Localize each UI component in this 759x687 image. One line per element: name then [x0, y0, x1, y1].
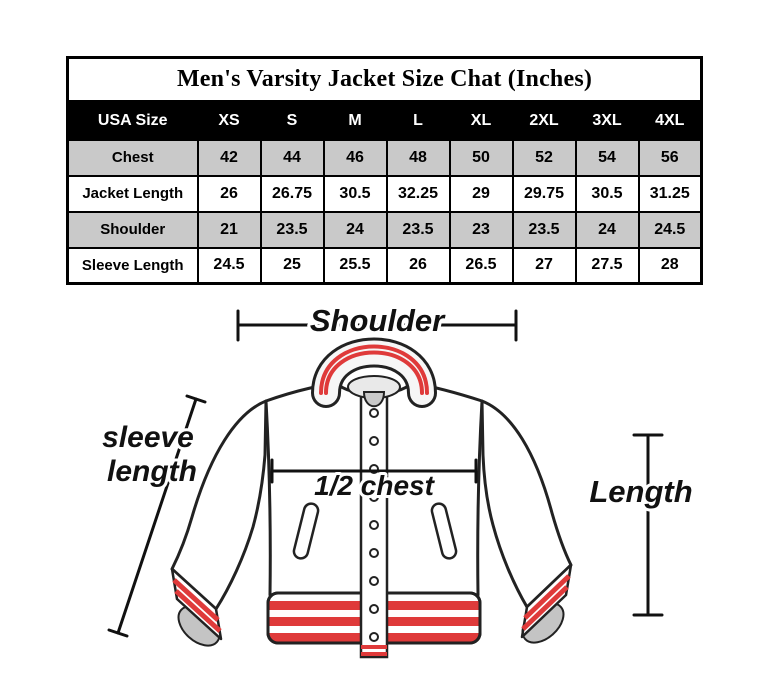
- right-pocket: [430, 502, 458, 560]
- table-title: Men's Varsity Jacket Size Chat (Inches): [66, 56, 703, 103]
- jacket-illustration: [170, 337, 573, 659]
- size-table: Men's Varsity Jacket Size Chat (Inches) …: [66, 56, 704, 285]
- size-cell: 42: [196, 138, 262, 177]
- measurement-labels: Shoulder sleeve length 1/2 chest Length: [99, 300, 696, 512]
- size-cell: 26: [385, 246, 451, 285]
- shoulder-measure-line: [236, 309, 518, 342]
- size-cell: 50: [448, 138, 514, 177]
- size-cell: 26.5: [448, 246, 514, 285]
- column-header: USA Size: [66, 100, 199, 141]
- column-header: XS: [196, 100, 262, 141]
- size-cell: 26: [196, 174, 262, 213]
- neck-hanger: [362, 391, 386, 408]
- size-cell: 24.5: [637, 210, 703, 249]
- row-label: Jacket Length: [66, 174, 199, 213]
- size-cell: 25.5: [322, 246, 388, 285]
- shoulder-label: Shoulder: [310, 303, 446, 338]
- size-cell: 23.5: [385, 210, 451, 249]
- half-chest-measure-line: [270, 458, 478, 484]
- size-cell: 30.5: [322, 174, 388, 213]
- size-cell: 46: [322, 138, 388, 177]
- size-cell: 29: [448, 174, 514, 213]
- right-cuff: [520, 563, 573, 639]
- size-cell: 30.5: [574, 174, 640, 213]
- jacket-size-diagram: Shoulder sleeve length 1/2 chest Length: [99, 300, 696, 659]
- table-title-row: Men's Varsity Jacket Size Chat (Inches): [66, 56, 703, 103]
- size-cell: 54: [574, 138, 640, 177]
- size-cell: 25: [259, 246, 325, 285]
- size-cell: 21: [196, 210, 262, 249]
- size-cell: 48: [385, 138, 451, 177]
- length-measure-line: [632, 433, 664, 617]
- sleeve-length-label-line1: sleeve: [102, 421, 194, 454]
- column-header: M: [322, 100, 388, 141]
- length-label: Length: [589, 474, 692, 509]
- size-cell: 27: [511, 246, 577, 285]
- column-header: 3XL: [574, 100, 640, 141]
- half-chest-label: 1/2 chest: [314, 470, 436, 501]
- size-cell: 44: [259, 138, 325, 177]
- size-cell: 52: [511, 138, 577, 177]
- size-cell: 26.75: [259, 174, 325, 213]
- sleeve-length-label-line2: length: [107, 455, 197, 488]
- row-label: Sleeve Length: [66, 246, 199, 285]
- column-header: XL: [448, 100, 514, 141]
- collar: [311, 337, 437, 408]
- size-cell: 24: [574, 210, 640, 249]
- size-cell: 27.5: [574, 246, 640, 285]
- size-cell: 56: [637, 138, 703, 177]
- left-cuff: [170, 567, 223, 641]
- size-cell: 23.5: [511, 210, 577, 249]
- size-cell: 23: [448, 210, 514, 249]
- size-cell: 24: [322, 210, 388, 249]
- column-header: 2XL: [511, 100, 577, 141]
- size-cell: 23.5: [259, 210, 325, 249]
- column-header: S: [259, 100, 325, 141]
- size-cell: 31.25: [637, 174, 703, 213]
- left-pocket: [292, 502, 320, 560]
- size-cell: 28: [637, 246, 703, 285]
- size-cell: 32.25: [385, 174, 451, 213]
- row-label: Shoulder: [66, 210, 199, 249]
- snap-buttons: [369, 408, 379, 642]
- row-label: Chest: [66, 138, 199, 177]
- size-cell: 29.75: [511, 174, 577, 213]
- column-header: L: [385, 100, 451, 141]
- measurement-lines: [107, 309, 664, 638]
- column-header: 4XL: [637, 100, 703, 141]
- sleeve-length-measure-line: [107, 394, 207, 638]
- size-cell: 24.5: [196, 246, 262, 285]
